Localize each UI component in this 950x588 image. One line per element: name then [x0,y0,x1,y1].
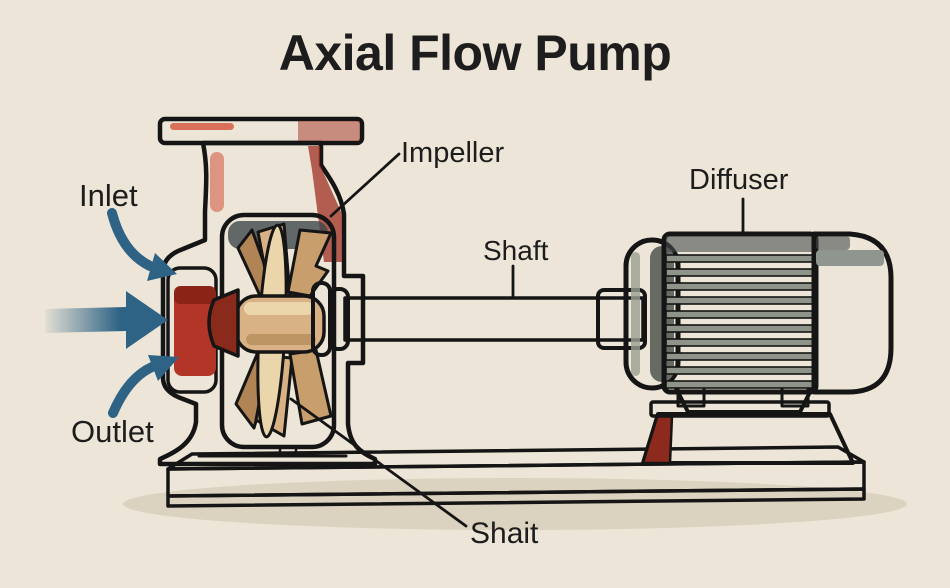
inlet-flow-arrow-icon [45,291,168,349]
impeller [207,222,333,439]
label-inlet: Inlet [79,178,138,213]
shaft-coupling [596,288,647,350]
impeller-nose-cone [207,288,240,358]
motor-end-cap [811,231,894,395]
label-impeller: Impeller [401,137,505,169]
flow-arrows [45,208,179,418]
label-outlet: Outlet [71,414,154,449]
inlet-curved-arrow-icon [107,208,177,281]
label-shaft-bottom: Shait [470,517,539,550]
motor [623,231,894,395]
impeller-leader-line [329,152,401,218]
diagram-title: Axial Flow Pump [278,25,672,81]
motor-cooling-fins [665,254,815,389]
shaft-collars [311,281,350,357]
label-diffuser: Diffuser [689,164,789,196]
label-shaft: Shaft [483,235,549,266]
outlet-curved-arrow-icon [108,355,179,418]
shait-leader-line [289,397,468,528]
